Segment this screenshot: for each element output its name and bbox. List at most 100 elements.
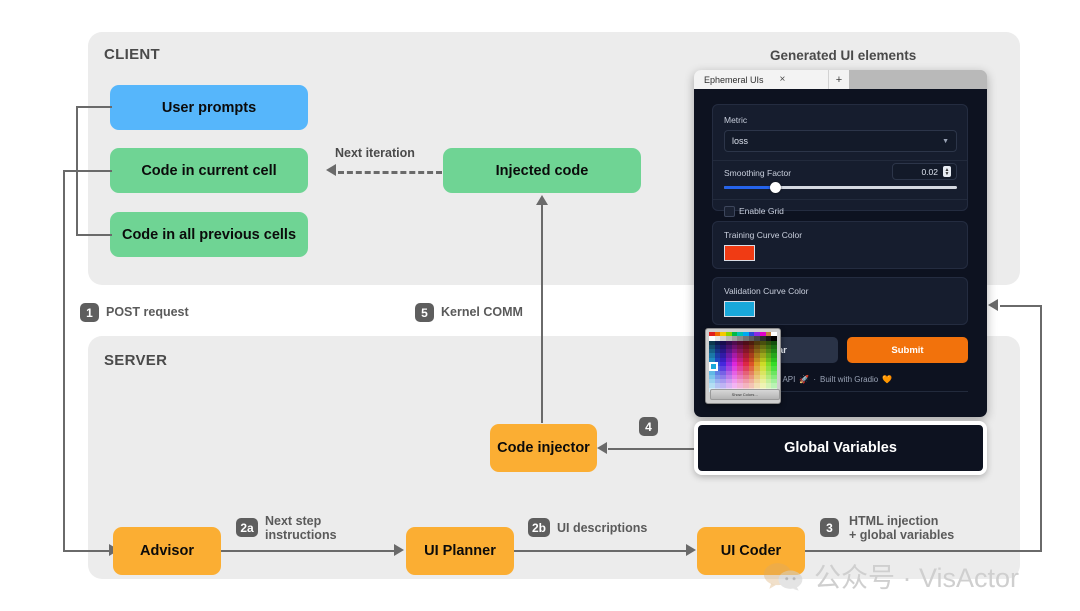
color-swatch[interactable] — [714, 370, 721, 375]
color-swatch[interactable] — [720, 353, 726, 358]
color-swatch[interactable] — [731, 340, 738, 345]
color-swatch[interactable] — [737, 357, 743, 362]
color-swatch[interactable] — [765, 353, 772, 358]
color-swatch[interactable] — [731, 370, 738, 375]
color-swatch[interactable] — [709, 340, 715, 345]
color-swatch[interactable] — [742, 357, 749, 362]
color-swatch[interactable] — [754, 332, 760, 337]
color-swatch[interactable] — [709, 374, 715, 380]
color-swatch[interactable] — [720, 370, 726, 375]
color-swatch[interactable] — [737, 374, 743, 380]
color-swatch[interactable] — [748, 340, 755, 345]
color-swatch[interactable] — [731, 349, 738, 354]
color-swatch[interactable] — [731, 336, 738, 341]
color-swatch[interactable] — [720, 379, 726, 384]
color-swatch[interactable] — [725, 336, 732, 341]
color-swatch[interactable] — [771, 366, 777, 371]
color-swatch[interactable] — [714, 374, 721, 380]
color-swatch[interactable] — [754, 366, 760, 371]
color-swatch[interactable] — [737, 379, 743, 384]
color-swatch[interactable] — [771, 336, 777, 341]
color-swatch[interactable] — [737, 349, 743, 354]
color-swatch[interactable] — [742, 336, 749, 341]
browser-tab[interactable]: Ephemeral UIs × — [694, 70, 828, 89]
color-swatch[interactable] — [754, 340, 760, 345]
validation-color-swatch[interactable] — [724, 301, 755, 317]
node-global-variables[interactable]: Global Variables — [694, 421, 987, 475]
color-swatch[interactable] — [725, 344, 732, 350]
color-swatch[interactable] — [720, 349, 726, 354]
color-swatch[interactable] — [742, 379, 749, 384]
color-swatch[interactable] — [731, 344, 738, 350]
color-swatch[interactable] — [754, 383, 760, 388]
color-swatch[interactable] — [742, 353, 749, 358]
color-swatch[interactable] — [771, 353, 777, 358]
color-swatch[interactable] — [714, 349, 721, 354]
color-swatch[interactable] — [720, 336, 726, 341]
color-swatch[interactable] — [731, 353, 738, 358]
color-swatch[interactable] — [709, 344, 715, 350]
node-ui-coder[interactable]: UI Coder — [697, 527, 805, 575]
color-swatch[interactable] — [754, 349, 760, 354]
color-swatch[interactable] — [742, 383, 749, 388]
color-swatch[interactable] — [725, 361, 732, 367]
color-swatch[interactable] — [731, 361, 738, 367]
color-swatch[interactable] — [759, 357, 766, 362]
color-swatch[interactable] — [714, 379, 721, 384]
color-swatch[interactable] — [725, 370, 732, 375]
color-swatch[interactable] — [742, 374, 749, 380]
color-swatch[interactable] — [742, 349, 749, 354]
color-swatch[interactable] — [714, 340, 721, 345]
color-swatch[interactable] — [709, 357, 715, 362]
color-swatch[interactable] — [709, 383, 715, 388]
color-swatch[interactable] — [725, 349, 732, 354]
color-swatch[interactable] — [748, 353, 755, 358]
color-swatch[interactable] — [759, 336, 766, 341]
color-swatch[interactable] — [748, 374, 755, 380]
color-swatch[interactable] — [742, 370, 749, 375]
color-swatch[interactable] — [714, 357, 721, 362]
color-swatch[interactable] — [731, 383, 738, 388]
color-swatch[interactable] — [709, 332, 715, 337]
color-swatch[interactable] — [754, 344, 760, 350]
show-colors-button[interactable]: Show Colors… — [710, 389, 780, 400]
color-swatch[interactable] — [720, 332, 726, 337]
color-swatch[interactable] — [737, 361, 743, 367]
color-swatch[interactable] — [771, 374, 777, 380]
color-swatch[interactable] — [765, 336, 772, 341]
color-swatch[interactable] — [714, 332, 721, 337]
color-swatch[interactable] — [748, 361, 755, 367]
color-swatch[interactable] — [742, 332, 749, 337]
color-swatch[interactable] — [771, 379, 777, 384]
color-swatch[interactable] — [759, 344, 766, 350]
submit-button[interactable]: Submit — [847, 337, 968, 363]
color-swatch[interactable] — [759, 383, 766, 388]
color-swatch[interactable] — [759, 366, 766, 371]
color-swatch[interactable] — [709, 370, 715, 375]
smoothing-slider-track[interactable] — [724, 186, 957, 189]
color-swatch[interactable] — [709, 353, 715, 358]
color-swatch[interactable] — [748, 349, 755, 354]
color-swatch[interactable] — [714, 353, 721, 358]
color-swatch[interactable] — [725, 357, 732, 362]
node-code-previous-cells[interactable]: Code in all previous cells — [110, 212, 308, 257]
node-code-injector[interactable]: Code injector — [490, 424, 597, 472]
color-swatch[interactable] — [765, 340, 772, 345]
color-swatch[interactable] — [737, 353, 743, 358]
node-injected-code[interactable]: Injected code — [443, 148, 641, 193]
color-swatch[interactable] — [737, 336, 743, 341]
color-swatch[interactable] — [720, 357, 726, 362]
color-swatch[interactable] — [709, 336, 715, 341]
color-swatch[interactable] — [771, 349, 777, 354]
color-swatch[interactable] — [742, 340, 749, 345]
color-swatch[interactable] — [754, 336, 760, 341]
color-swatch[interactable] — [765, 357, 772, 362]
color-swatch[interactable] — [725, 383, 732, 388]
color-swatch[interactable] — [737, 332, 743, 337]
color-swatch[interactable] — [709, 379, 715, 384]
color-swatch[interactable] — [765, 344, 772, 350]
color-swatch[interactable] — [759, 361, 766, 367]
color-swatch[interactable] — [754, 357, 760, 362]
color-swatch[interactable] — [748, 366, 755, 371]
new-tab-icon[interactable]: + — [828, 70, 849, 89]
